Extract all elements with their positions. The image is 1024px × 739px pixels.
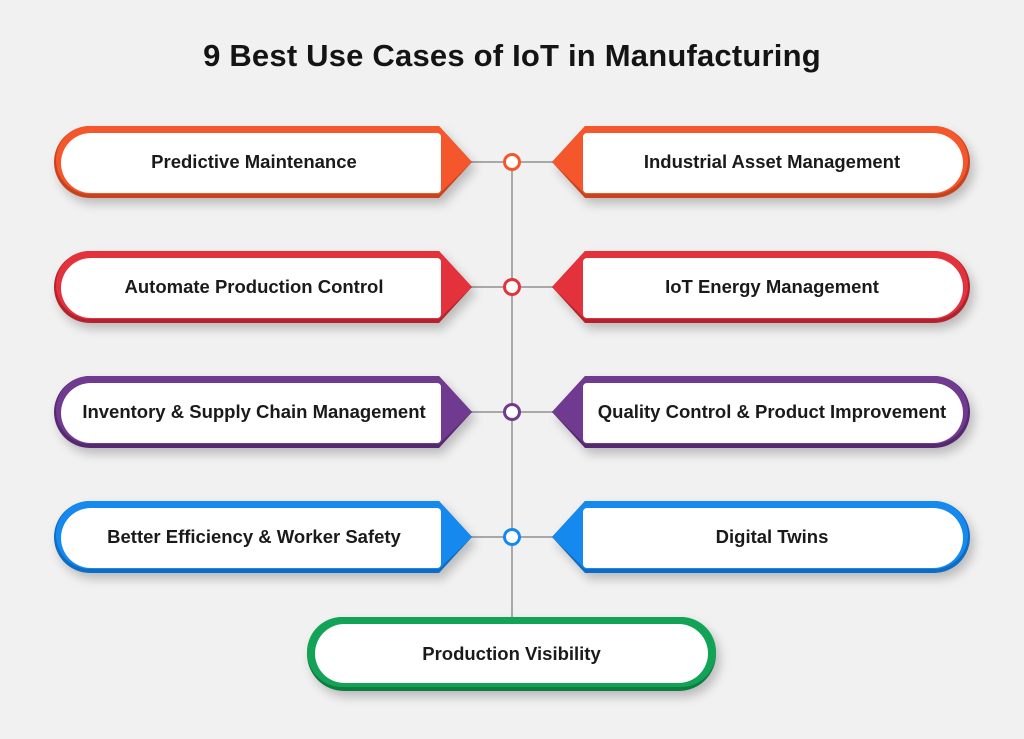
use-case-inventory-supply-chain: Inventory & Supply Chain Management [54,376,472,448]
right-pill-arrow-shape [552,251,970,323]
use-case-industrial-asset-management: Industrial Asset Management [552,126,970,198]
left-pill-arrow-shape [54,251,472,323]
use-case-label: Quality Control & Product Improvement [597,401,947,422]
use-case-label: IoT Energy Management [665,276,879,297]
use-case-label: Industrial Asset Management [643,151,901,172]
diagram-title: 9 Best Use Cases of IoT in Manufacturing [203,38,821,73]
use-case-label: Inventory & Supply Chain Management [82,401,426,422]
use-case-iot-energy-management: IoT Energy Management [552,251,970,323]
use-case-quality-control: Quality Control & Product Improvement [552,376,970,448]
row-4-node-icon [503,528,521,546]
use-case-production-visibility: Production Visibility [307,617,716,691]
right-pill-arrow-shape [552,126,970,198]
right-pill-arrow-shape [552,376,970,448]
use-case-label: Better Efficiency & Worker Safety [107,526,401,547]
left-pill-arrow-shape [54,376,472,448]
use-case-label: Production Visibility [422,643,601,664]
use-case-automate-production-control: Automate Production Control [54,251,472,323]
use-case-label: Automate Production Control [124,276,384,297]
use-case-digital-twins: Digital Twins [552,501,970,573]
right-pill-arrow-shape [552,501,970,573]
row-2-node-icon [503,278,521,296]
bottom-pill-shape [307,617,716,691]
use-case-label: Predictive Maintenance [151,151,357,172]
row-3-node-icon [503,403,521,421]
use-case-label: Digital Twins [715,526,829,547]
row-1-node-icon [503,153,521,171]
left-pill-arrow-shape [54,126,472,198]
left-pill-arrow-shape [54,501,472,573]
use-case-predictive-maintenance: Predictive Maintenance [54,126,472,198]
vertical-connector [511,162,513,618]
use-case-efficiency-worker-safety: Better Efficiency & Worker Safety [54,501,472,573]
